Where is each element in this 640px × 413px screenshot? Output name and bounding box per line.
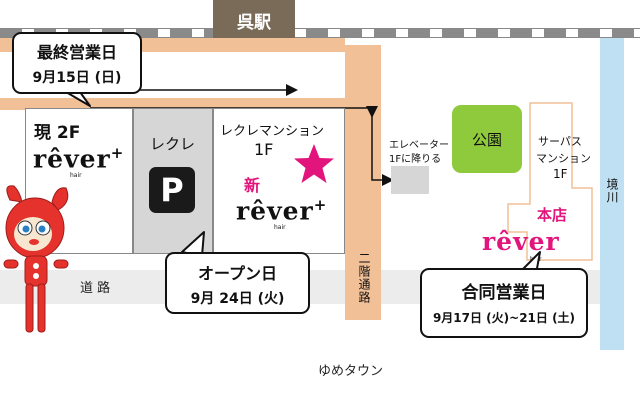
park-label: 公園 bbox=[471, 130, 502, 149]
main-store-label: 本店 bbox=[537, 206, 568, 224]
parking-name: レクレ bbox=[150, 135, 196, 153]
arrow-right-icon bbox=[286, 84, 298, 96]
main-building-line1: サーパス bbox=[538, 135, 582, 148]
old-store-logo: rêver+ bbox=[33, 144, 125, 174]
elevator-box bbox=[391, 166, 429, 194]
joint-title: 合同営業日 bbox=[461, 283, 547, 303]
logo-text: rêver bbox=[33, 144, 111, 174]
new-store-floor: 1F bbox=[254, 140, 274, 159]
railway-track bbox=[0, 28, 640, 38]
closing-date: 9月15日 (日) bbox=[32, 70, 122, 86]
mall-passage-label: 二階通路 bbox=[357, 252, 371, 304]
opening-day-bubble: オープン日 9月 24日 (火) bbox=[165, 252, 310, 314]
river-label: 境川 bbox=[605, 178, 619, 204]
elevator-line2: 1Fに降りる bbox=[389, 154, 442, 165]
closing-title: 最終営業日 bbox=[36, 43, 117, 62]
road-label: 道 路 bbox=[80, 281, 111, 296]
mall-label: ゆめタウン bbox=[318, 364, 384, 379]
new-store-building bbox=[213, 108, 345, 254]
new-store-building-name: レクレマンション bbox=[220, 124, 325, 139]
joint-dates: 9月17日 (火)~21日 (土) bbox=[432, 311, 576, 325]
river bbox=[600, 38, 624, 350]
new-label: 新 bbox=[244, 176, 261, 195]
arrow-right-icon bbox=[382, 174, 394, 186]
closing-day-bubble: 最終営業日 9月15日 (日) bbox=[12, 32, 142, 94]
station-sign: 呉駅 bbox=[213, 0, 295, 40]
main-store-logo: rêver bbox=[482, 227, 560, 256]
main-building-line2: マンション bbox=[536, 152, 591, 165]
opening-date: 9月 24日 (火) bbox=[190, 291, 285, 307]
park: 公園 bbox=[452, 105, 522, 173]
logo-text: rêver bbox=[236, 196, 314, 226]
logo-plus: + bbox=[313, 196, 328, 214]
arrow-down-icon bbox=[366, 106, 378, 118]
old-store-floor: 現 2F bbox=[34, 123, 81, 143]
elevator-line1: エレベーター bbox=[389, 140, 449, 151]
station-name: 呉駅 bbox=[237, 12, 271, 33]
route-mall-passage bbox=[345, 45, 381, 320]
parking-icon: P bbox=[149, 167, 195, 213]
route-building-front bbox=[0, 98, 372, 110]
opening-title: オープン日 bbox=[197, 264, 278, 283]
new-store-logo-sub: hair bbox=[274, 224, 286, 231]
mascot-icon bbox=[3, 185, 69, 333]
star-icon bbox=[294, 144, 334, 183]
parking-letter: P bbox=[160, 171, 184, 209]
joint-day-bubble: 合同営業日 9月17日 (火)~21日 (土) bbox=[420, 268, 588, 338]
logo-plus: + bbox=[110, 144, 125, 162]
new-store-logo: rêver+ bbox=[236, 196, 328, 226]
old-store-logo-sub: hair bbox=[70, 172, 82, 179]
main-store-floor: 1F bbox=[553, 167, 568, 181]
